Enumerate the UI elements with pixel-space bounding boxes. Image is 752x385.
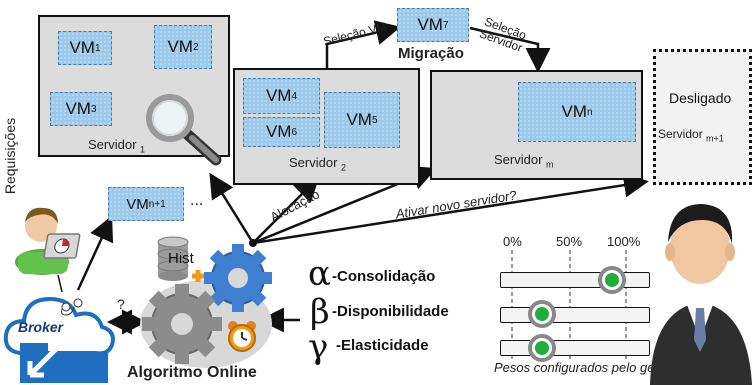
knob-consolidacao[interactable] [598, 266, 626, 294]
vm-2-index: 2 [192, 41, 199, 53]
scale-0: 0% [503, 234, 522, 249]
scale-50: 50% [556, 234, 583, 249]
beta-symbol: β [310, 292, 330, 332]
vm-3-index: 3 [90, 103, 97, 115]
algorithm-online-graphic [140, 236, 272, 368]
server-1-label: Servidor 1 [88, 137, 146, 155]
vm-7-index: 7 [442, 19, 449, 31]
vm-n-plus-1-index: n+1 [148, 198, 166, 210]
server-m-label: Servidor m [494, 152, 554, 170]
link-server1 [209, 172, 255, 244]
consolidacao-label: -Consolidação [332, 268, 436, 285]
vm-1-label: VM [69, 38, 95, 57]
desligado-label: Desligado [669, 90, 732, 106]
disponibilidade-label: -Disponibilidade [332, 303, 449, 320]
vm-7-label: VM [417, 15, 443, 34]
slider-elasticidade[interactable] [500, 340, 650, 356]
vm-6-label: VM [265, 122, 292, 141]
server-m-plus-1-label: Servidor m+1 [658, 127, 724, 144]
slider-disponibilidade[interactable] [500, 307, 650, 323]
server-m-plus-1: Desligado Servidor m+1 [653, 49, 752, 185]
vm-n-index: n [586, 106, 593, 118]
requisicoes-label: Requisições [2, 117, 19, 195]
vm-4-label: VM [265, 86, 292, 105]
vm-2-label: VM [167, 37, 193, 56]
knob-elasticidade[interactable] [528, 334, 556, 362]
hist-label: Hist [168, 250, 194, 267]
alpha-symbol: α [308, 254, 331, 294]
gamma-symbol: γ [308, 327, 329, 367]
server-2-label: Servidor 2 [289, 155, 347, 173]
cloud-broker-icon [3, 296, 115, 383]
vm-3-label: VM [65, 99, 91, 118]
elasticidade-label: -Elasticidade [336, 337, 429, 354]
vm-4-index: 4 [291, 90, 298, 102]
slider-consolidacao[interactable] [500, 272, 650, 288]
algoritmo-online-label: Algoritmo Online [127, 364, 257, 381]
vm-5-index: 5 [371, 114, 378, 126]
link-alocacao [252, 176, 320, 244]
database-icon [157, 236, 189, 281]
manager-icon [650, 204, 752, 385]
vm-6-index: 6 [291, 126, 298, 138]
vm-5-label: VM [346, 110, 372, 129]
gear-icon [142, 284, 222, 364]
pesos-label: Pesos configurados pelo gestor [494, 360, 677, 375]
vm-n-plus-1-label: VM [126, 195, 149, 213]
ellipsis: ... [190, 192, 204, 209]
migracao-label: Migração [398, 45, 464, 62]
user-icon [15, 207, 81, 275]
broker-label: Broker [18, 319, 64, 335]
link-ativar [252, 172, 649, 245]
knob-disponibilidade[interactable] [528, 300, 556, 328]
migration-arrow-to-server-m [469, 26, 551, 73]
scale-100: 100% [607, 234, 641, 249]
question-mark: ? [117, 296, 125, 312]
vm-1-index: 1 [94, 42, 101, 54]
migration-arrow-to-vm7 [325, 20, 401, 68]
vm-n-label: VM [561, 102, 587, 121]
alarm-clock-icon [228, 321, 256, 352]
magnifier-icon [146, 94, 222, 166]
gear-icon-blue [204, 244, 272, 312]
